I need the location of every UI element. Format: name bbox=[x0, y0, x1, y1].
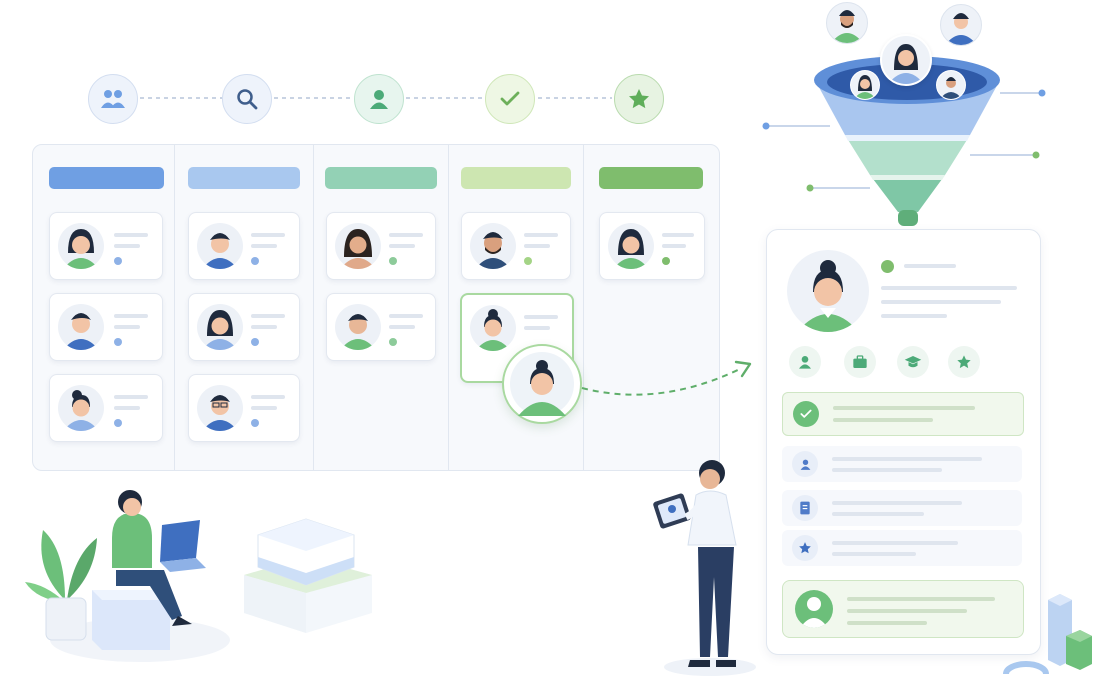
user-icon bbox=[795, 590, 833, 628]
candidate-card[interactable] bbox=[188, 212, 300, 280]
avatar bbox=[470, 223, 516, 269]
user-icon bbox=[792, 451, 818, 477]
profile-row-rating[interactable] bbox=[782, 530, 1022, 566]
avatar bbox=[197, 223, 243, 269]
column-header-hired bbox=[599, 167, 703, 189]
status-dot bbox=[251, 419, 259, 427]
column-divider bbox=[583, 145, 584, 470]
candidate-card[interactable] bbox=[599, 212, 705, 280]
dragged-candidate-avatar[interactable] bbox=[502, 344, 582, 424]
candidate-card[interactable] bbox=[49, 212, 163, 280]
avatar bbox=[608, 223, 654, 269]
status-dot bbox=[881, 260, 894, 273]
profile-row-personal[interactable] bbox=[782, 446, 1022, 482]
avatar bbox=[470, 305, 516, 351]
document-icon bbox=[792, 495, 818, 521]
column-divider bbox=[448, 145, 449, 470]
candidate-profile-panel bbox=[766, 229, 1041, 655]
profile-row-documents[interactable] bbox=[782, 490, 1022, 526]
stage-connector-lines bbox=[140, 97, 612, 99]
column-header-sourcing bbox=[49, 167, 164, 189]
funnel-candidate-avatar bbox=[826, 2, 868, 44]
avatar bbox=[335, 223, 381, 269]
status-dot bbox=[114, 338, 122, 346]
stage-progress-row bbox=[0, 0, 700, 130]
column-divider bbox=[313, 145, 314, 470]
stage-sourcing[interactable] bbox=[88, 74, 138, 124]
stage-interview[interactable] bbox=[354, 74, 404, 124]
avatar bbox=[58, 223, 104, 269]
profile-tab-experience[interactable] bbox=[844, 346, 876, 378]
avatar bbox=[335, 304, 381, 350]
candidate-card[interactable] bbox=[461, 212, 571, 280]
column-header-approved bbox=[461, 167, 571, 189]
recruiter-man-illustration bbox=[653, 460, 756, 676]
stage-approved[interactable] bbox=[485, 74, 535, 124]
mini-bar-chart-illustration bbox=[1003, 594, 1092, 675]
avatar bbox=[197, 385, 243, 431]
people-icon bbox=[101, 90, 125, 108]
avatar bbox=[58, 385, 104, 431]
stage-screening[interactable] bbox=[222, 74, 272, 124]
star-icon bbox=[957, 355, 971, 369]
search-icon bbox=[237, 89, 258, 110]
status-dot bbox=[389, 338, 397, 346]
profile-tab-rating[interactable] bbox=[948, 346, 980, 378]
funnel-candidate-avatar bbox=[936, 70, 966, 100]
status-dot bbox=[389, 257, 397, 265]
stage-hired[interactable] bbox=[614, 74, 664, 124]
column-header-interview bbox=[325, 167, 437, 189]
user-icon bbox=[799, 356, 811, 369]
status-dot bbox=[524, 257, 532, 265]
star-icon bbox=[792, 535, 818, 561]
funnel-candidate-avatar bbox=[940, 4, 982, 46]
column-divider bbox=[174, 145, 175, 470]
candidate-card[interactable] bbox=[188, 374, 300, 442]
avatar bbox=[510, 352, 574, 416]
profile-tab-user[interactable] bbox=[789, 346, 821, 378]
candidate-card[interactable] bbox=[326, 293, 436, 361]
funnel-candidate-avatar bbox=[880, 34, 932, 86]
profile-avatar bbox=[787, 250, 869, 332]
status-dot bbox=[114, 419, 122, 427]
recruitment-funnel bbox=[760, 0, 1060, 230]
profile-tab-education[interactable] bbox=[897, 346, 929, 378]
avatar bbox=[58, 304, 104, 350]
candidate-card[interactable] bbox=[188, 293, 300, 361]
user-icon bbox=[370, 90, 388, 109]
star-icon bbox=[629, 89, 649, 109]
candidate-card[interactable] bbox=[49, 293, 163, 361]
check-icon bbox=[500, 91, 520, 106]
status-dot bbox=[251, 338, 259, 346]
graduation-cap-icon bbox=[904, 356, 922, 368]
candidate-card[interactable] bbox=[49, 374, 163, 442]
briefcase-icon bbox=[853, 355, 867, 368]
profile-row-contact[interactable] bbox=[782, 580, 1024, 638]
check-icon bbox=[793, 401, 819, 427]
stacked-blocks-illustration bbox=[244, 518, 372, 633]
funnel-candidate-avatar bbox=[850, 70, 880, 100]
avatar bbox=[197, 304, 243, 350]
recruiter-woman-illustration bbox=[25, 490, 230, 662]
column-header-screening bbox=[188, 167, 300, 189]
status-dot bbox=[114, 257, 122, 265]
dashed-arrow bbox=[581, 360, 752, 396]
status-dot bbox=[662, 257, 670, 265]
profile-row-verified[interactable] bbox=[782, 392, 1024, 436]
candidate-card[interactable] bbox=[326, 212, 436, 280]
status-dot bbox=[251, 257, 259, 265]
